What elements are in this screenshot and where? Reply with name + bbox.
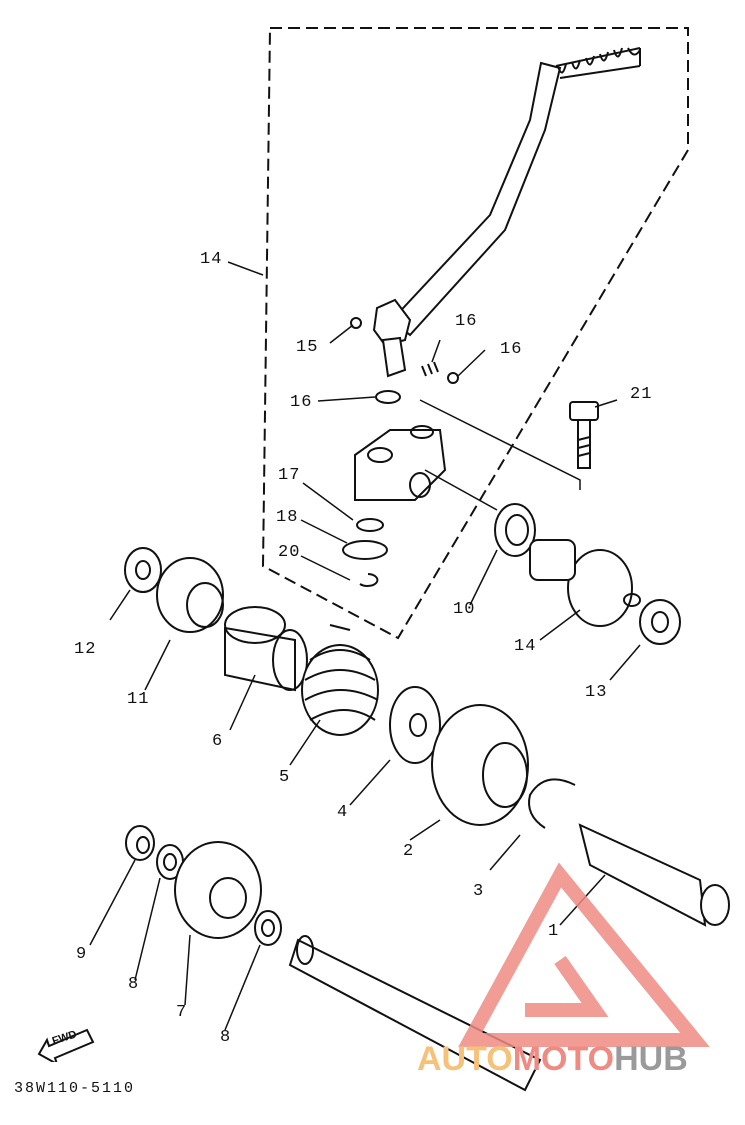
gear-14 [529,539,641,627]
label-12: 12 [74,640,97,659]
label-5: 5 [279,768,291,787]
ball-16b [447,372,459,384]
label-18b: 17 [278,466,301,485]
bearing-10 [494,503,536,557]
label-1: 1 [548,922,560,941]
label-9: 9 [76,945,88,964]
label-18a: 16 [290,393,313,412]
label-11: 11 [127,690,150,709]
watermark-part3: HUB [614,1040,688,1078]
label-21: 21 [630,385,653,404]
clip-3 [528,778,576,829]
label-3: 3 [473,882,485,901]
label-17: 16 [455,312,478,331]
bolt-21 [569,401,599,469]
sleeve-6 [224,606,308,692]
ratchet-11 [156,557,224,633]
label-19: 18 [276,508,299,527]
kick-assembly-boundary [261,27,689,640]
watermark-part2: MOTO [512,1040,615,1078]
watermark-part1: AUTO [417,1040,513,1078]
washer-19 [342,540,388,560]
washer-13 [639,599,681,645]
washer-12 [124,547,162,593]
ball-16a [350,317,362,329]
label-6: 6 [212,732,224,751]
spring-17 [421,361,439,377]
spring-5 [301,624,379,736]
diagram-code: 38W110-5110 [14,1080,136,1097]
label-8a: 8 [128,975,140,994]
fwd-arrow-icon [37,1028,95,1062]
gear-2 [431,704,529,826]
label-20: 20 [278,543,301,562]
label-14: 14 [514,637,537,656]
shaft-1 [578,823,730,927]
label-16b: 16 [500,340,523,359]
kick-boss [354,425,447,501]
kick-lever [372,47,641,378]
circlip-9 [125,825,155,861]
o-ring-18b [356,518,384,532]
label-7: 7 [176,1003,188,1022]
label-2: 2 [403,842,415,861]
gear-7 [174,841,262,939]
washer-8b [254,910,282,946]
label-15: 14 [200,250,223,269]
label-16a: 15 [296,338,319,357]
washer-4 [389,686,441,764]
label-13: 13 [585,683,608,702]
label-4: 4 [337,803,349,822]
main-shaft [288,935,542,1092]
o-ring-18a [375,390,401,404]
circlip-20 [359,573,379,587]
label-10: 10 [453,600,476,619]
watermark-logo [458,862,710,1047]
label-8b: 8 [220,1028,232,1047]
watermark-text: AUTOMOTOHUB [417,1040,688,1079]
